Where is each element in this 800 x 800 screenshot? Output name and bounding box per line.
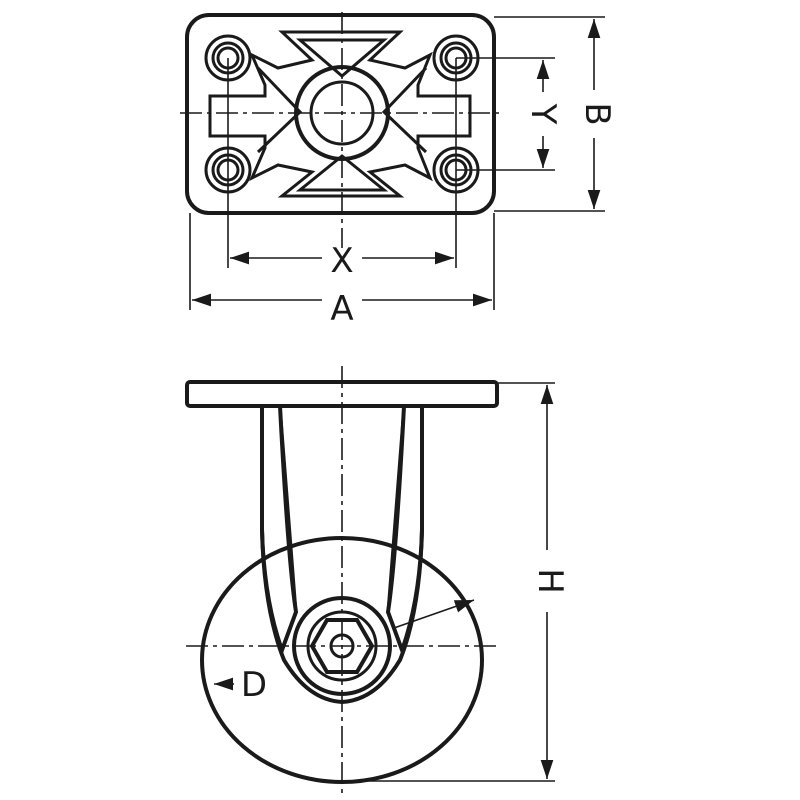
dimension-b-label: B xyxy=(577,102,617,125)
side-view: D H xyxy=(185,366,570,796)
dimension-x: X xyxy=(227,58,457,281)
dimension-d: D xyxy=(214,665,267,705)
dimension-h: H xyxy=(342,382,570,782)
mounting-plate-outline xyxy=(185,13,496,215)
dimension-y: Y xyxy=(456,57,563,171)
fork-inner-line-right xyxy=(386,405,406,613)
dimension-b: B xyxy=(494,16,617,212)
fork-inner-line xyxy=(278,405,298,613)
dimension-h-label: H xyxy=(530,568,570,594)
dimension-y-label: Y xyxy=(523,103,563,125)
dimension-x-label: X xyxy=(330,241,353,281)
dimension-a: A xyxy=(189,213,495,329)
dimension-a-label: A xyxy=(330,289,353,329)
top-view: X A Y B xyxy=(180,12,617,329)
dimension-d-label: D xyxy=(241,665,267,705)
diameter-leader xyxy=(393,599,475,629)
